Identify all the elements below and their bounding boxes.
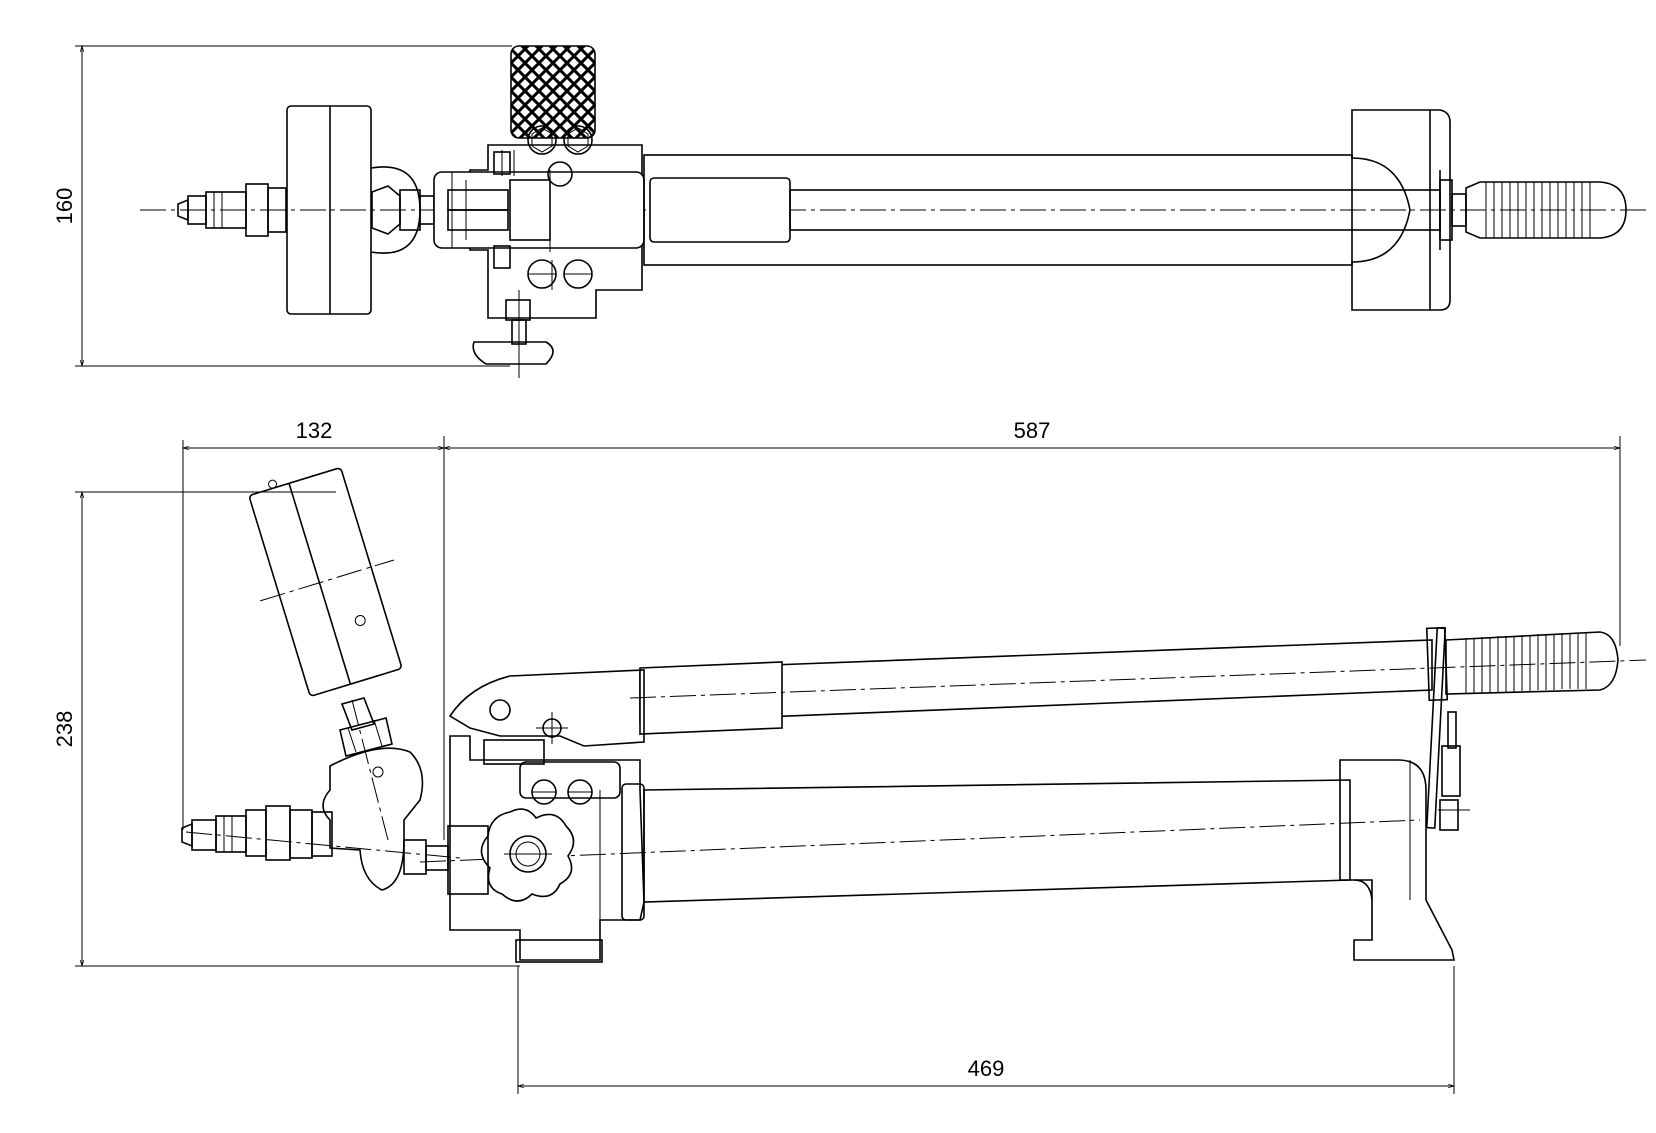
- dim-side-height: 238: [52, 490, 520, 968]
- dim-base-length: 469: [516, 966, 1456, 1094]
- top-release-knob: [510, 45, 596, 139]
- top-fitting: [177, 183, 287, 237]
- top-pump-body: [433, 125, 645, 319]
- side-view: 132 587 238 469: [52, 418, 1647, 1094]
- top-valve-stem: [472, 260, 554, 378]
- dim-side-height-label: 238: [52, 711, 77, 748]
- side-gauge: [185, 467, 461, 891]
- top-grip-ribs: [1485, 182, 1591, 238]
- side-grip-ribs: [1465, 632, 1587, 694]
- dim-handle-length-label: 587: [1014, 418, 1051, 443]
- dim-base-length-label: 469: [968, 1056, 1005, 1081]
- dim-top-height: 160: [52, 44, 512, 368]
- side-pump-block: [447, 735, 645, 963]
- top-handle: [643, 109, 1627, 311]
- top-view: 160: [52, 44, 1650, 378]
- dim-gauge-width: 132: [181, 418, 446, 840]
- side-handle: [448, 626, 1647, 747]
- side-release-lever: [1425, 627, 1470, 831]
- side-reservoir: [419, 759, 1455, 961]
- dim-gauge-width-label: 132: [296, 418, 333, 443]
- side-fitting: [181, 805, 333, 861]
- dim-handle-length: 587: [442, 418, 1622, 646]
- dim-top-height-label: 160: [52, 188, 77, 225]
- top-gauge: [286, 105, 435, 315]
